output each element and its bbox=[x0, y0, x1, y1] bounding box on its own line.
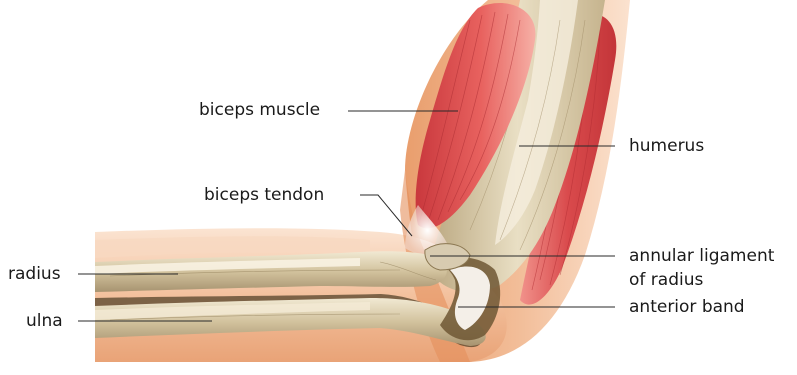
label-biceps-tendon: biceps tendon bbox=[204, 184, 324, 206]
label-annular-ligament-line1: annular ligament bbox=[629, 245, 774, 267]
label-ulna: ulna bbox=[26, 310, 63, 332]
label-radius: radius bbox=[8, 263, 61, 285]
label-humerus: humerus bbox=[629, 135, 704, 157]
label-biceps-muscle: biceps muscle bbox=[199, 99, 320, 121]
label-anterior-band: anterior band bbox=[629, 296, 745, 318]
label-annular-ligament-line2: of radius bbox=[629, 269, 703, 291]
